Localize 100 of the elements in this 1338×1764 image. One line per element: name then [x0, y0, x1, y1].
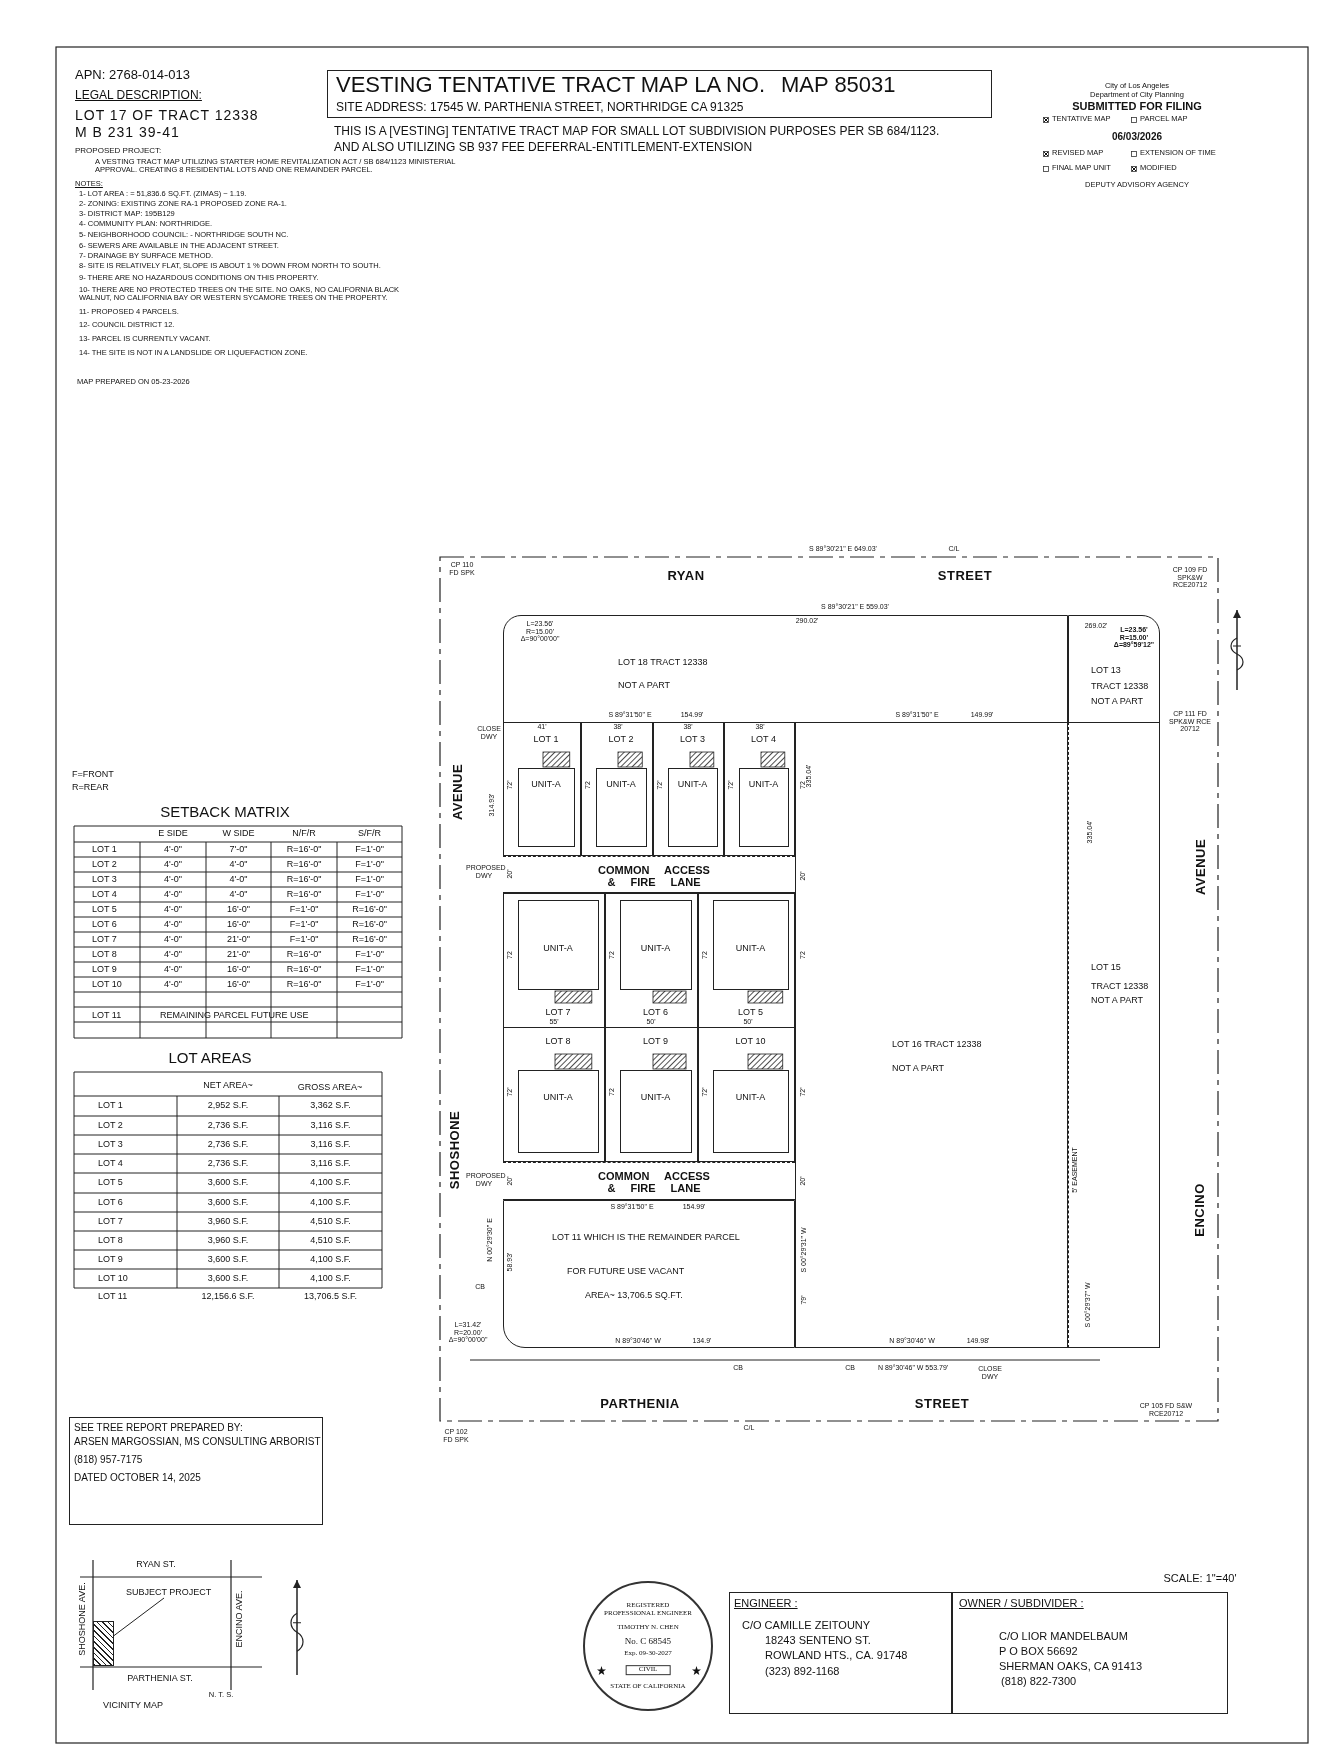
lot-parcel: [503, 1200, 795, 1348]
lot-parcel: [503, 893, 605, 1028]
street-name: PARTHENIA ST.: [127, 1674, 193, 1684]
table-cell: R=16'-0": [286, 889, 322, 900]
table-cell: 2,736 S.F.: [207, 1139, 249, 1150]
abbreviation-note: F=FRONT: [72, 770, 114, 780]
lot-label: LOT 6: [643, 1008, 668, 1018]
note-box: [69, 1417, 323, 1525]
table-cell: 4,510 S.F.: [310, 1235, 351, 1246]
unit-label: UNIT-A: [735, 1093, 766, 1103]
table-cell: 4'-0": [164, 844, 182, 855]
lot-label: FOR FUTURE USE VACANT: [567, 1267, 685, 1277]
abbreviation-note: R=REAR: [72, 783, 109, 793]
table-cell: 21'-0": [227, 949, 250, 960]
hatched-site-marker: [93, 1621, 114, 1666]
lot-parcel: [653, 722, 724, 856]
table-cell: 4'-0": [164, 874, 182, 885]
street-name: AVENUE: [1193, 838, 1209, 896]
table-cell: 4'-0": [164, 904, 182, 915]
table-cell: LOT 2: [98, 1120, 123, 1131]
table-cell: LOT 5: [98, 1178, 123, 1188]
table-cell: R=16'-0": [352, 934, 387, 945]
table-cell: F=1'-0": [289, 904, 319, 915]
table-cell: W SIDE: [222, 829, 255, 839]
lot-parcel: [503, 1027, 605, 1162]
unit-label: UNIT-A: [606, 780, 636, 790]
table-cell: R=16'-0": [286, 949, 322, 960]
table-cell: R=16'-0": [286, 844, 322, 855]
table-cell: LOT 9: [98, 1254, 123, 1265]
table-cell: LOT 10: [92, 979, 122, 990]
table-cell: LOT 1: [98, 1101, 123, 1111]
lot-label: LOT 4: [751, 735, 776, 745]
lot-parcel: [1068, 615, 1160, 723]
lot-label: NOT A PART: [892, 1064, 945, 1074]
lot-label: LOT 5: [738, 1008, 763, 1018]
table-cell: LOT 6: [98, 1197, 123, 1208]
street-name: SHOSHONE: [447, 1110, 463, 1190]
unit-label: UNIT-A: [543, 944, 573, 954]
table-cell: 16'-0": [227, 979, 250, 990]
table-cell: REMAINING PARCEL FUTURE USE: [160, 1010, 309, 1021]
street-name: ENCINO: [1192, 1183, 1208, 1237]
callout-text: SUBJECT PROJECT: [126, 1586, 218, 1598]
table-cell: R=16'-0": [286, 964, 322, 975]
lot-label: NOT A PART: [618, 681, 671, 691]
table-cell: 12,156.6 S.F.: [201, 1292, 255, 1302]
table-cell: 3,362 S.F.: [310, 1101, 351, 1111]
table-cell: E SIDE: [158, 829, 188, 839]
table-cell: 16'-0": [227, 904, 250, 915]
table-cell: GROSS AREA~: [297, 1083, 363, 1093]
street-name: STREET: [914, 1396, 970, 1412]
lot-label: LOT 3: [680, 735, 705, 745]
table-cell: 4,100 S.F.: [310, 1273, 351, 1284]
lot-label: AREA~ 13,706.5 SQ.FT.: [585, 1291, 683, 1301]
table-cell: LOT 10: [98, 1273, 128, 1284]
table-cell: F=1'-0": [355, 889, 384, 900]
table-cell: 4'-0": [164, 979, 182, 990]
lot-label: NOT A PART: [1091, 996, 1144, 1006]
table-cell: LOT 8: [92, 949, 117, 960]
title-block: [327, 70, 992, 118]
table-cell: F=1'-0": [355, 859, 384, 870]
table-cell: LOT 4: [98, 1158, 123, 1169]
lot-label: LOT 11 WHICH IS THE REMAINDER PARCEL: [552, 1233, 740, 1243]
table-cell: LOT 8: [98, 1235, 123, 1246]
table-cell: 3,960 S.F.: [207, 1216, 249, 1227]
contact-text: DATED OCTOBER 14, 2025: [74, 1472, 201, 1483]
unit-label: UNIT-A: [640, 944, 671, 954]
lot-parcel: [581, 722, 653, 856]
scale-note: SCALE: 1"=40': [1163, 1571, 1237, 1585]
table-cell: F=1'-0": [289, 919, 319, 930]
table-cell: LOT 7: [92, 934, 117, 945]
contact-text: (323) 892-1168: [765, 1665, 840, 1678]
table-cell: S/F/R: [358, 829, 381, 839]
table-title: LOT AREAS: [168, 1049, 252, 1067]
header-text: LOT 17 OF TRACT 12338: [75, 108, 259, 124]
table-cell: R=16'-0": [286, 859, 322, 870]
box-heading: OWNER / SUBDIVIDER :: [959, 1597, 1084, 1610]
stamp-text: 06/03/2026: [1111, 130, 1163, 142]
table-cell: 4,100 S.F.: [310, 1178, 351, 1188]
table-cell: 3,116 S.F.: [310, 1120, 351, 1131]
table-cell: 3,600 S.F.: [207, 1273, 249, 1284]
table-cell: 4'-0": [164, 934, 182, 945]
header-text: APN: 2768-014-013: [75, 68, 190, 83]
lot-label: NOT A PART: [1091, 697, 1144, 707]
lane-label: COMMON ACCESS & FIRE LANE: [597, 1169, 711, 1195]
table-cell: LOT 2: [92, 859, 117, 870]
lot-label: TRACT 12338: [1091, 682, 1149, 692]
table-cell: 16'-0": [227, 919, 250, 930]
box-heading: SEE TREE REPORT PREPARED BY:: [74, 1422, 243, 1433]
lot-parcel: [605, 893, 698, 1028]
lot-parcel: [724, 722, 795, 856]
table-cell: R=16'-0": [286, 874, 322, 885]
table-cell: 4,510 S.F.: [310, 1216, 351, 1227]
table-cell: LOT 7: [98, 1216, 123, 1227]
contact-text: C/O LIOR MANDELBAUM: [999, 1630, 1128, 1643]
lot-label: LOT 9: [643, 1037, 668, 1047]
table-cell: LOT 11: [92, 1010, 122, 1021]
table-cell: R=16'-0": [352, 904, 387, 915]
lot-parcel: [698, 1027, 795, 1162]
contact-text: SHERMAN OAKS, CA 91413: [999, 1660, 1143, 1673]
table-cell: 2,736 S.F.: [207, 1120, 249, 1131]
